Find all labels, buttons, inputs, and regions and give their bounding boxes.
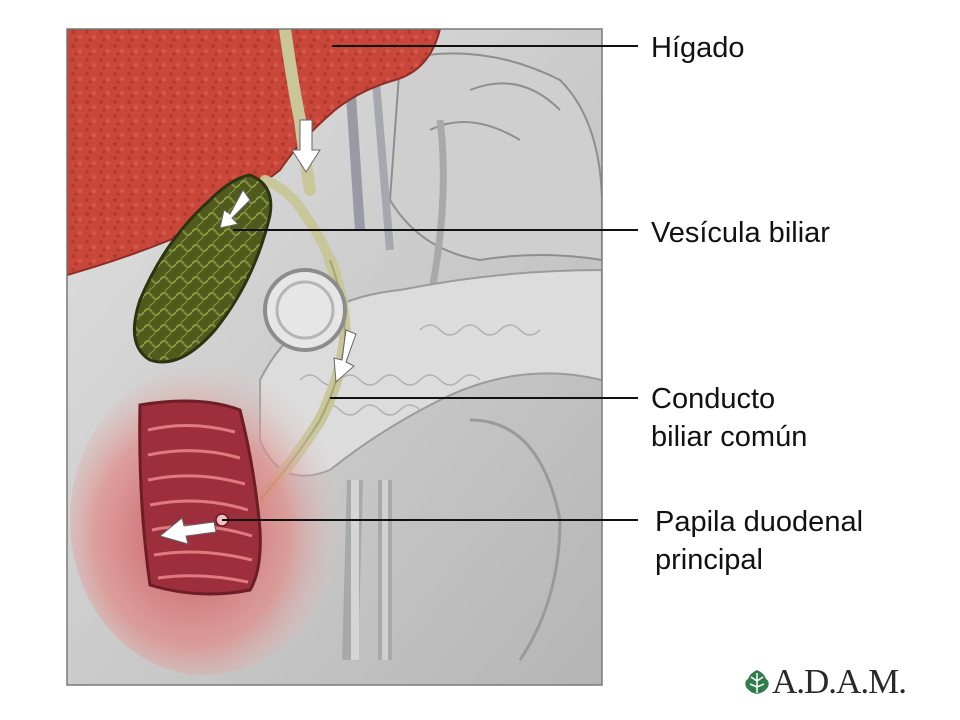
liver <box>67 29 442 277</box>
cystic-duct <box>260 175 335 265</box>
label-gallbladder: Vesícula biliar <box>651 214 830 252</box>
label-liver: Hígado <box>651 29 745 67</box>
label-liver-text: Hígado <box>651 32 745 64</box>
anatomy-panel <box>67 29 602 685</box>
brand-logo: A.D.A.M. <box>742 662 907 702</box>
background-organs <box>345 52 602 301</box>
duodenum <box>138 399 262 596</box>
leader-lines <box>222 45 638 521</box>
gallbladder <box>132 173 273 364</box>
label-papilla-line2: principal <box>655 544 763 576</box>
label-papilla-line1: Papila duodenal <box>655 506 864 538</box>
bile-flow-arrows <box>158 119 357 545</box>
label-major-duodenal-papilla: Papila duodenal principal <box>655 503 863 579</box>
brand-text: A.D.A.M. <box>772 662 907 701</box>
label-gallbladder-text: Vesícula biliar <box>651 217 830 249</box>
label-common-bile-duct: Conducto biliar común <box>651 380 807 456</box>
label-common-bile-duct-line1: Conducto <box>651 383 776 415</box>
leaf-icon <box>745 670 769 694</box>
label-common-bile-duct-line2: biliar común <box>651 421 808 453</box>
duodenal-folds <box>147 424 253 584</box>
